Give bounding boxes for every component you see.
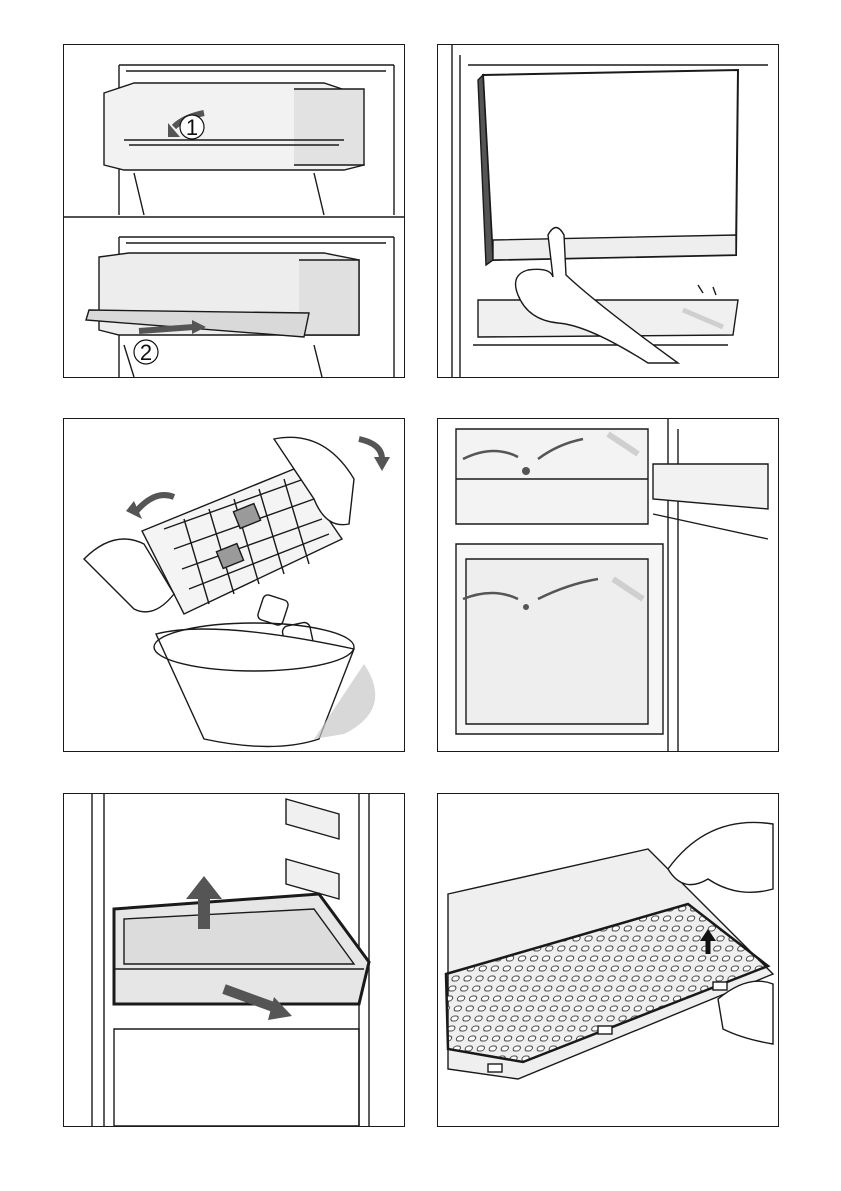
shelf-grid-illustration [438,794,778,1126]
illustration-panel-remove-vegetable-drawer [63,793,405,1127]
illustration-panel-lift-glass-shelf-grid [437,793,779,1127]
drain-hole-icon [523,604,529,610]
ice-tray-illustration [64,419,404,751]
arrow-icon [359,439,382,459]
vegetable-drawer-illustration [64,794,404,1126]
hand-icon [668,822,773,892]
arrow-icon [139,327,194,331]
arrow-icon [134,495,174,514]
step-1-label: 1 [186,115,198,140]
illustration-panel-defrost-water-channels [437,418,779,752]
defrost-channels-illustration [438,419,778,751]
illustration-panel-remove-freezer-flap [437,44,779,378]
freezer-flap-illustration [438,45,778,377]
drain-hole-icon [522,467,530,475]
step-2-label: 2 [140,340,152,365]
illustration-panel-remove-shelf-door: 1 2 [63,44,405,378]
shelf-door-illustration: 1 2 [64,45,404,377]
illustration-panel-ice-cube-tray [63,418,405,752]
